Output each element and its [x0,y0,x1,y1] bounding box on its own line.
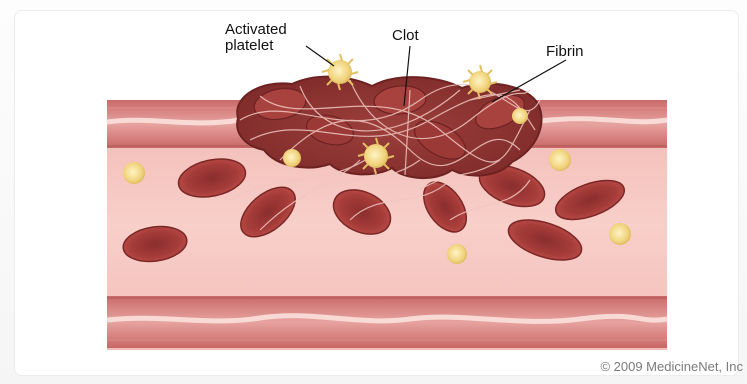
platelet [447,244,467,264]
activated-platelet-label-line2: platelet [225,37,274,54]
platelet [609,223,631,245]
activated-platelet [512,108,528,124]
activated-platelet [283,149,301,167]
activated-platelet-pointer [306,46,334,66]
platelet [549,149,571,171]
platelet [123,162,145,184]
clot-label: Clot [392,27,420,44]
copyright-notice: © 2009 MedicineNet, Inc [600,359,743,374]
activated-platelet-label: Activated [225,21,287,38]
fibrin-label: Fibrin [546,43,584,60]
